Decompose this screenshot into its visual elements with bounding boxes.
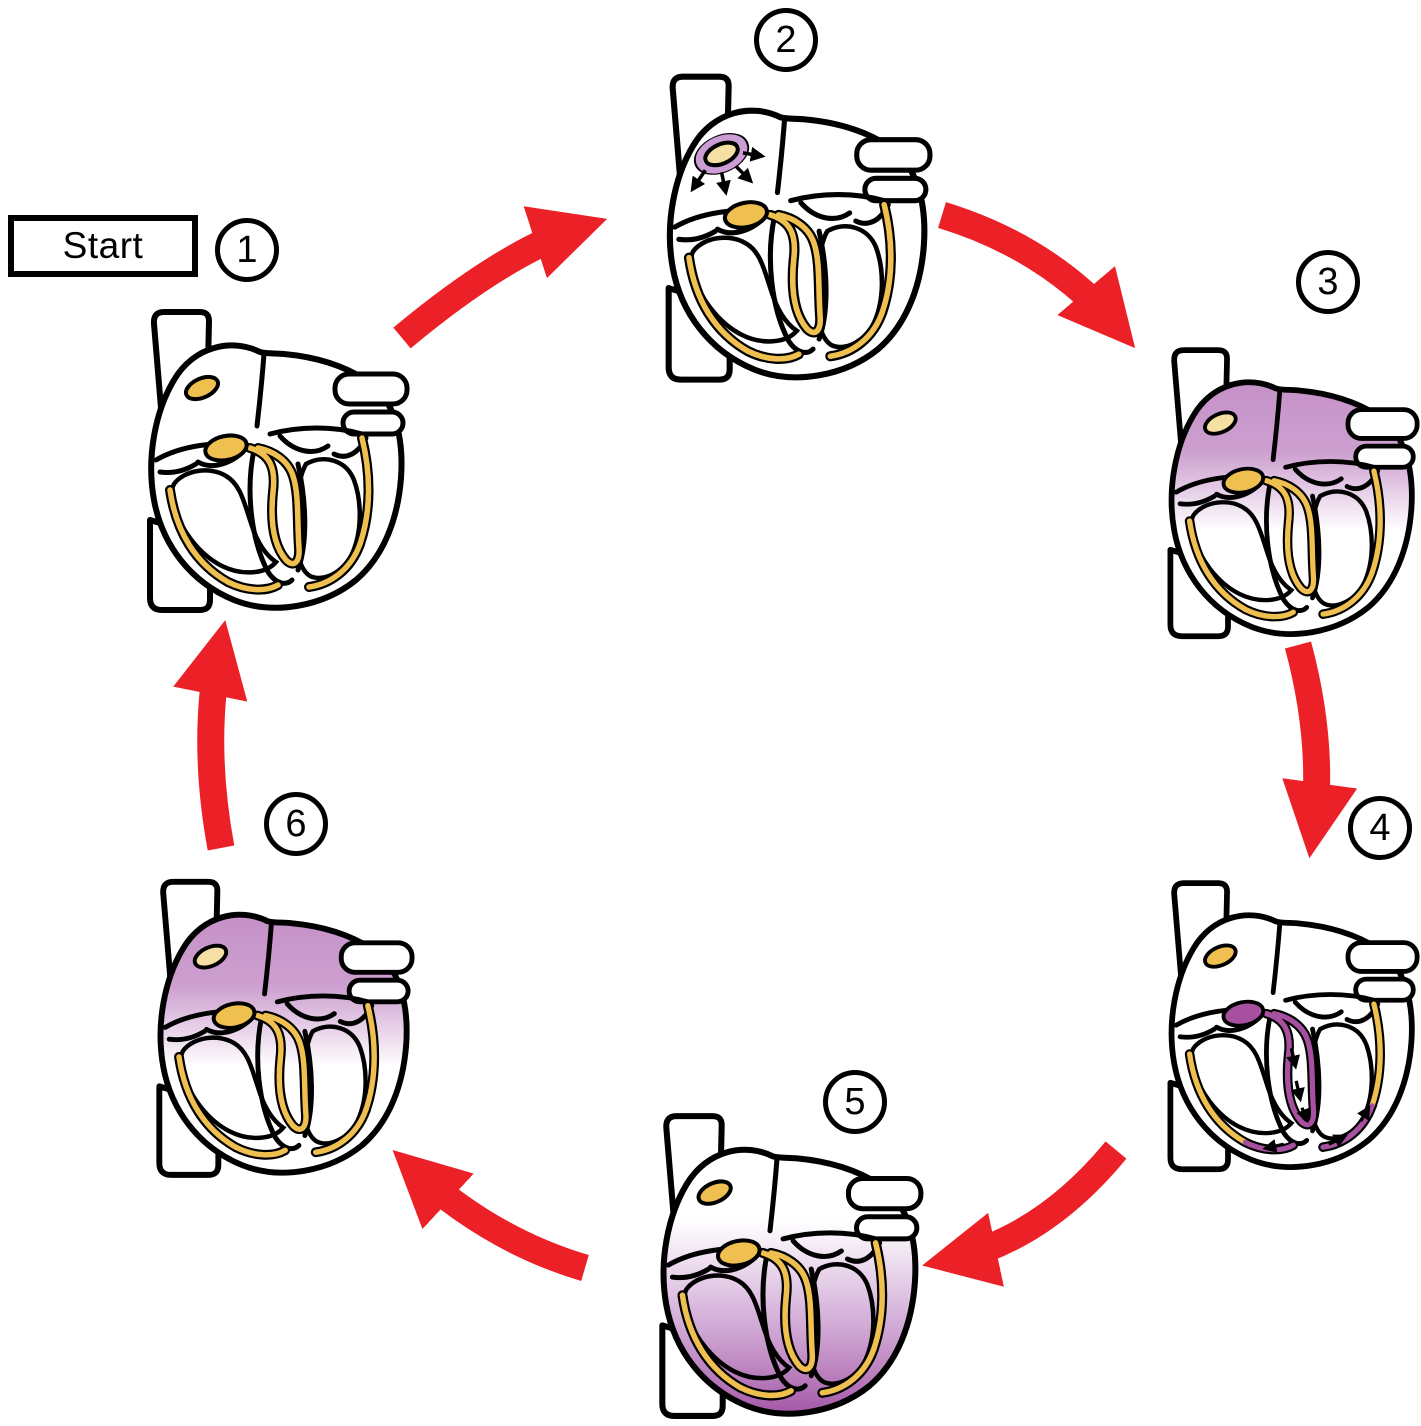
- arrow-6-to-1: [173, 620, 248, 851]
- stage-2-badge: 2: [754, 8, 818, 72]
- stage-1-number: 1: [236, 228, 258, 271]
- stage-5-badge: 5: [823, 1070, 887, 1134]
- arrow-4-to-5: [922, 1141, 1127, 1287]
- stage-3-badge: 3: [1296, 250, 1360, 314]
- stage-1-badge: 1: [215, 218, 279, 282]
- stage-3-number: 3: [1317, 260, 1339, 303]
- heart-sa-node-firing-icon: [628, 52, 933, 388]
- arrow-5-to-6: [392, 1150, 589, 1281]
- heart-ventricles-depolarized-icon: [622, 1092, 924, 1424]
- heart-atria-depolarized-icon: [1132, 327, 1420, 644]
- heart-av-bundle-conducting-icon: [1132, 860, 1420, 1177]
- stage-2-number: 2: [775, 18, 797, 61]
- heart-conduction-at-rest-icon: [110, 288, 410, 618]
- stage-4-badge: 4: [1348, 796, 1412, 860]
- heart-atria-depolarized-icon: [120, 858, 415, 1183]
- stage-4-number: 4: [1369, 806, 1391, 849]
- arrow-3-to-4: [1282, 641, 1358, 859]
- stage-5-number: 5: [844, 1080, 866, 1123]
- stage-6-badge: 6: [264, 792, 328, 856]
- start-label: Start: [8, 215, 198, 277]
- arrow-2-to-3: [938, 202, 1136, 349]
- arrow-1-to-2: [393, 206, 608, 349]
- stage-6-number: 6: [285, 802, 307, 845]
- start-label-text: Start: [62, 225, 144, 266]
